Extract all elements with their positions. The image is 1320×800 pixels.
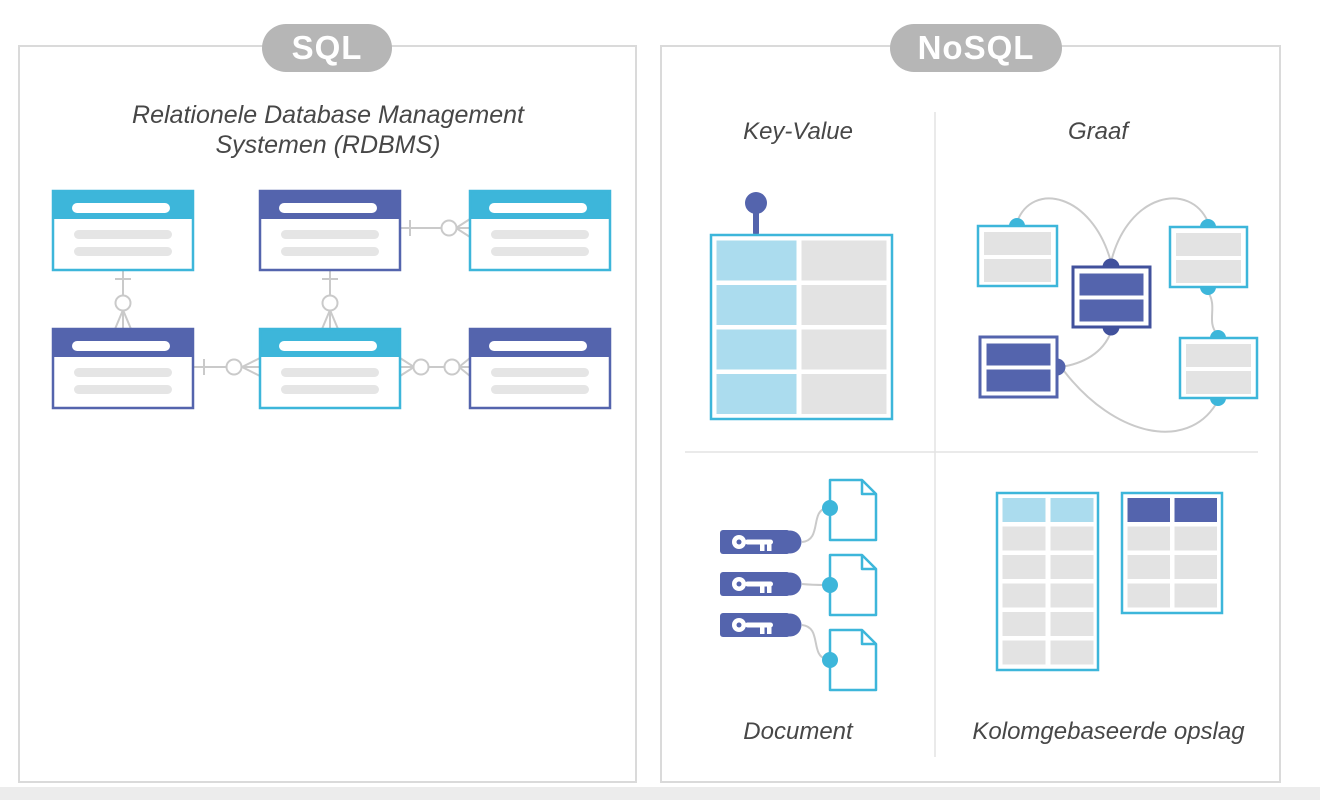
document-diagram bbox=[720, 478, 878, 692]
sql-badge-label: SQL bbox=[291, 29, 363, 66]
document-icon-2 bbox=[822, 553, 878, 617]
er-table-indigo-1 bbox=[258, 189, 402, 272]
quadrant-label-document: Document bbox=[743, 718, 853, 745]
sql-panel-title: Relationele Database Management Systemen… bbox=[18, 100, 638, 160]
column-storage-diagram bbox=[995, 491, 1224, 672]
er-table-indigo-3 bbox=[468, 327, 612, 410]
er-table-cyan-1 bbox=[51, 189, 195, 272]
graph-node-indigo-bottom-left bbox=[978, 335, 1066, 399]
relationship-r2c2-r2c3 bbox=[399, 357, 471, 377]
sql-title-line1: Relationele Database Management bbox=[132, 101, 524, 129]
relationship-r1c2-r2c2 bbox=[321, 270, 339, 330]
nosql-badge-label: NoSQL bbox=[917, 29, 1035, 66]
key-tag-2 bbox=[720, 572, 802, 596]
bottom-edge-strip bbox=[0, 787, 1320, 800]
relationship-r1c2-r1c3 bbox=[400, 218, 471, 238]
value-column-cells bbox=[801, 240, 887, 414]
er-table-cyan-2 bbox=[468, 189, 612, 272]
sql-title-line2: Systemen (RDBMS) bbox=[215, 131, 441, 159]
er-table-cyan-3 bbox=[258, 327, 402, 410]
key-value-diagram bbox=[709, 192, 894, 421]
relationship-r2c1-r2c2 bbox=[193, 357, 261, 377]
nosql-badge: NoSQL bbox=[890, 24, 1062, 72]
key-tag-3 bbox=[720, 613, 802, 637]
graph-node-cyan-top-right bbox=[1168, 219, 1249, 295]
nosql-diagram bbox=[685, 112, 1259, 757]
key-tag-1 bbox=[720, 530, 802, 554]
quadrant-label-graaf: Graaf bbox=[1067, 118, 1129, 145]
quadrant-label-key-value: Key-Value bbox=[743, 118, 853, 145]
sql-badge: SQL bbox=[262, 24, 392, 72]
quadrant-label-kolomgebaseerde-opslag: Kolomgebaseerde opslag bbox=[972, 718, 1245, 745]
relationship-r1c1-r2c1 bbox=[114, 270, 132, 330]
key-column-cells bbox=[716, 240, 797, 414]
sql-panel bbox=[18, 45, 637, 783]
document-icon-1 bbox=[822, 478, 878, 542]
graph-node-cyan-bottom-right bbox=[1178, 330, 1259, 406]
er-diagram bbox=[51, 189, 612, 410]
graph-node-indigo-center bbox=[1071, 258, 1152, 336]
column-table-indigo bbox=[1120, 491, 1224, 615]
er-table-indigo-2 bbox=[51, 327, 195, 410]
graph-diagram bbox=[976, 197, 1259, 433]
document-icon-3 bbox=[822, 628, 878, 692]
graph-node-cyan-top-left bbox=[976, 218, 1059, 288]
pin-icon bbox=[745, 192, 767, 236]
column-table-blue bbox=[995, 491, 1100, 672]
